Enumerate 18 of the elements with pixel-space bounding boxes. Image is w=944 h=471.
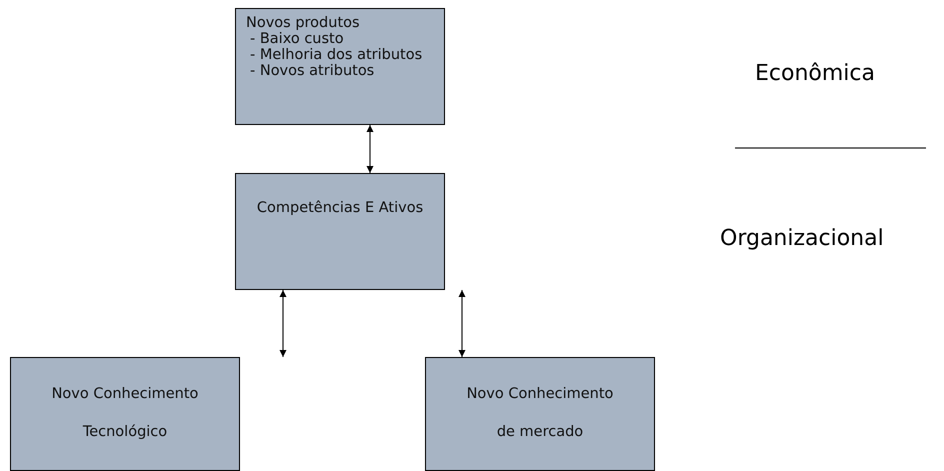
double-arrow	[280, 290, 286, 358]
process-box	[425, 357, 655, 471]
box-text: Tecnológico	[82, 424, 168, 440]
box-text: Novo Conhecimento	[50, 386, 200, 402]
box-heading: Novos produtos	[246, 15, 361, 31]
double-arrow	[366, 124, 374, 174]
double-arrow	[458, 290, 466, 358]
box-text: - Baixo custo	[249, 31, 345, 47]
level-label: Organizacional	[720, 226, 884, 251]
box-text: - Melhoria dos atributos	[249, 47, 424, 63]
process-box	[235, 173, 445, 290]
level-label: Econômica	[755, 61, 875, 86]
box-text: - Novos atributos	[249, 63, 376, 79]
process-box	[10, 357, 240, 471]
process-box	[235, 8, 445, 125]
box-text: Novo Conhecimento	[466, 386, 614, 402]
box-text: de mercado	[496, 424, 584, 440]
box-text: Competências E Ativos	[256, 200, 424, 216]
